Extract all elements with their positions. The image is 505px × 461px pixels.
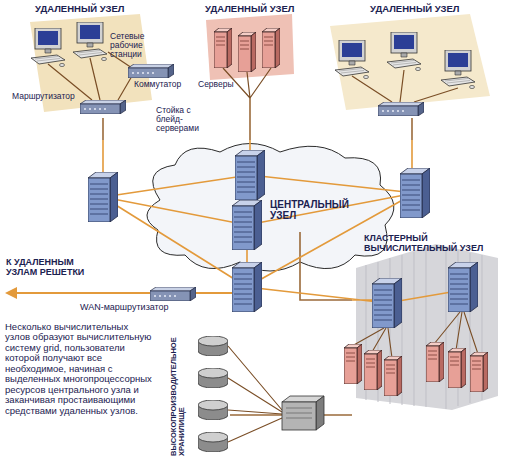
node-outline-group — [356, 244, 498, 410]
part-label: Коммутатор — [134, 80, 196, 89]
blade-rack — [88, 172, 118, 222]
disk-drive — [198, 400, 228, 420]
disk-drive — [198, 368, 228, 388]
node-outline-group — [330, 14, 490, 110]
node-outline — [325, 2, 495, 118]
storage-node: ВЫСОКОПРОИЗВОДИТЕЛЬНОЕ ХРАНИЛИЩЕ — [168, 328, 230, 458]
node-heading: ВЫСОКОПРОИЗВОДИТЕЛЬНОЕ ХРАНИЛИЩЕ — [170, 330, 186, 456]
node-heading: КЛАСТЕРНЫЙ ВЫЧИСЛИТЕЛЬНЫЙ УЗЕЛ — [364, 234, 496, 253]
node-heading: УДАЛЕННЫЙ УЗЕЛ — [205, 4, 315, 14]
storage-controller-top — [282, 396, 324, 402]
storage-controller-side — [316, 396, 324, 430]
node-outline-group — [206, 14, 294, 80]
storage-controller-slots — [286, 408, 312, 418]
node-panel — [206, 14, 294, 80]
node-heading: УДАЛЕННЫЙ УЗЕЛ — [35, 4, 145, 14]
node-panel — [330, 14, 490, 110]
wan-arrow-head — [5, 287, 17, 299]
node-panel — [366, 247, 482, 409]
network-link — [230, 414, 352, 416]
network-link — [411, 118, 413, 140]
remote-node: УДАЛЕННЫЙ УЗЕЛ — [325, 2, 495, 118]
node-heading: УДАЛЕННЫЙ УЗЕЛ — [370, 4, 485, 14]
part-label: Сетевые рабочие станции — [110, 32, 160, 60]
network-link — [249, 98, 251, 140]
node-outline-group — [147, 144, 394, 272]
part-label: Стойка с блейд-серверами — [156, 106, 202, 134]
cluster-node: КЛАСТЕРНЫЙ ВЫЧИСЛИТЕЛЬНЫЙ УЗЕЛ — [352, 232, 498, 410]
storage-cable — [228, 346, 282, 442]
network-link — [102, 118, 104, 140]
disk-drive — [198, 432, 228, 452]
caption-text: Несколько вычислительных узлов образуют … — [5, 322, 155, 416]
node-heading: ЦЕНТРАЛЬНЫЙ УЗЕЛ — [270, 200, 360, 222]
central-node-cloud: ЦЕНТРАЛЬНЫЙ УЗЕЛ — [80, 140, 440, 232]
node-outline — [352, 232, 498, 410]
node-outline — [80, 140, 440, 232]
blade-rack — [400, 168, 430, 218]
disk-drive — [198, 336, 228, 356]
node-panel — [356, 244, 498, 410]
direction-label: К УДАЛЕННЫМ УЗЛАМ РЕШЕТКИ — [6, 258, 96, 277]
part-label: Маршрутизатор — [12, 92, 82, 101]
storage-controller-front — [282, 402, 316, 430]
wan-link — [16, 292, 247, 294]
node-panel — [147, 144, 394, 272]
part-label: Серверы — [198, 80, 243, 89]
part-label: WAN-маршрутизатор — [80, 303, 170, 313]
wan-router-device — [150, 287, 196, 301]
